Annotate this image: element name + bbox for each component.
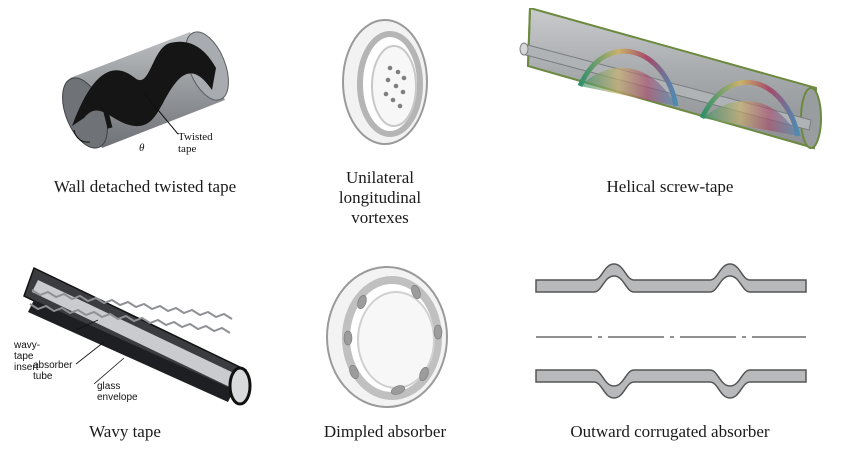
wavy-tape-illustration [23,266,252,406]
corrugated-section-illustration [535,263,807,399]
caption-line-3: vortexes [351,208,409,227]
caption-line-1: Unilateral [346,168,414,187]
caption-helical: Helical screw-tape [606,177,734,196]
glass-envelope-label: glass envelope [97,381,138,403]
caption-line-2: longitudinal [338,188,422,207]
caption-vortexes: Unilateral longitudinal vortexes [305,168,455,228]
helical-screw-tape-illustration [519,8,822,150]
twisted-tape-label: Twisted tape [178,131,213,155]
caption-wavy-tape: Wavy tape [89,422,161,441]
ring-insert-illustration [342,19,428,145]
caption-corrugated: Outward corrugated absorber [570,422,770,441]
absorber-tube-label: absorber tube [33,360,73,382]
twisted-tape-illustration [62,31,229,149]
theta-label: θ [139,142,145,154]
caption-twisted-tape: Wall detached twisted tape [53,177,237,196]
wavy-tape-insert-label: wavy-tape insert [14,340,41,373]
caption-dimpled: Dimpled absorber [323,422,447,441]
dimpled-ring-illustration [326,266,448,408]
